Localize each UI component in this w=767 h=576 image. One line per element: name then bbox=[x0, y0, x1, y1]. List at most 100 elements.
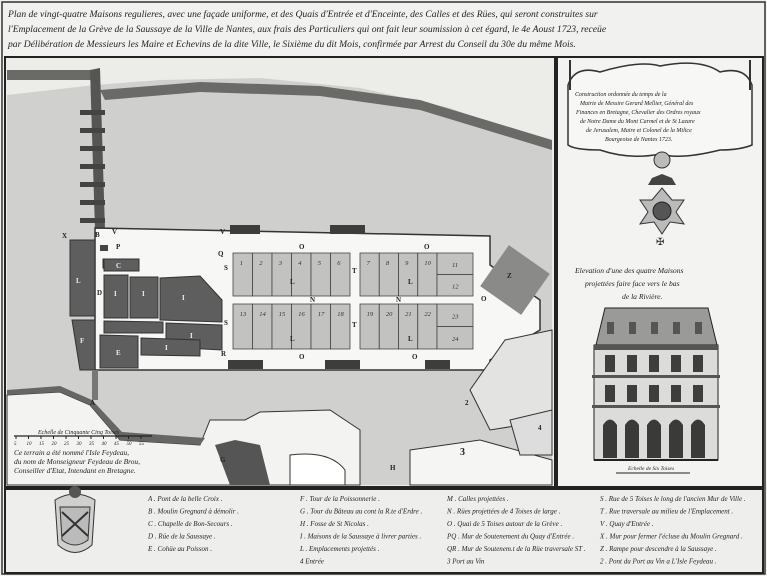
scale-tick-label: 25 bbox=[64, 442, 70, 447]
lot-number: 4 bbox=[298, 260, 302, 267]
lot-number: 1 bbox=[240, 260, 243, 267]
elevation-title-line: projettées faire face vers le bas bbox=[584, 279, 680, 288]
lot-18 bbox=[330, 303, 351, 350]
label-O: O bbox=[299, 243, 305, 251]
elevation-title: Elevation d'une des quatre Maisons proje… bbox=[574, 266, 684, 301]
label-S: S bbox=[224, 319, 228, 327]
legend-item: A . Pont de la belle Croix . bbox=[147, 495, 223, 503]
legend-item: B . Moulin Gregnard à démolir . bbox=[148, 508, 239, 516]
wall-P bbox=[100, 245, 108, 251]
lot-number: 18 bbox=[337, 311, 344, 318]
title-line: Plan de vingt-quatre Maisons regulieres,… bbox=[7, 9, 598, 20]
title-line: par Délibération de Messieurs les Maire … bbox=[7, 39, 576, 50]
lot-number: 10 bbox=[424, 260, 431, 267]
map-title: Plan de vingt-quatre Maisons regulieres,… bbox=[7, 9, 607, 50]
lot-number: 14 bbox=[259, 311, 266, 318]
label-L: L bbox=[290, 335, 295, 343]
scale-tick-label: 55 bbox=[139, 442, 145, 447]
scale-tick-label: 30 bbox=[77, 442, 83, 447]
cartouche-line: de Jerusalem, Maire et Colonel de la Mil… bbox=[586, 128, 692, 134]
label-S: S bbox=[224, 264, 228, 272]
label-2: 2 bbox=[465, 399, 469, 407]
label-N: N bbox=[396, 296, 401, 304]
cartouche-line: Mairie de Messire Gerard Mellier, Généra… bbox=[579, 101, 694, 107]
label-N: N bbox=[310, 296, 315, 304]
scale-tick-label: 20 bbox=[52, 442, 58, 447]
legend-item: T . Rue traversale au milieu de l'Emplac… bbox=[600, 508, 733, 516]
cartouche-line: Construction ordonnée du temps de la bbox=[575, 92, 667, 98]
label-I: I bbox=[142, 290, 145, 298]
house-elevation bbox=[592, 307, 720, 461]
cross-icon: ✠ bbox=[656, 237, 664, 248]
legend-item: M . Calles projettées . bbox=[446, 495, 509, 503]
label-D: D bbox=[97, 289, 102, 297]
label-X: X bbox=[62, 232, 67, 240]
arched-door bbox=[647, 419, 661, 458]
stairs bbox=[80, 110, 105, 223]
dormer-window bbox=[695, 322, 702, 334]
label-4: 4 bbox=[538, 424, 542, 432]
label-Q: Q bbox=[218, 250, 224, 258]
scale-tick-label: 10 bbox=[27, 442, 33, 447]
label-P: P bbox=[116, 243, 121, 251]
legend: A . Pont de la belle Croix . B . Moulin G… bbox=[147, 495, 746, 566]
lot-number: 6 bbox=[337, 260, 341, 267]
label-I: I bbox=[182, 294, 185, 302]
island-note: Ce terrain a été nommé l'Isle Feydeau, d… bbox=[14, 448, 140, 475]
legend-item: G . Tour du Bâteau au cont la R.te d'Erd… bbox=[300, 508, 422, 516]
order-cross-emblem: ✠ bbox=[638, 174, 686, 248]
note-line: Ce terrain a été nommé l'Isle Feydeau, bbox=[14, 448, 129, 457]
label-B: B bbox=[95, 231, 100, 239]
legend-item: 4 Entrée bbox=[300, 558, 324, 566]
legend-item: O . Quai de 5 Toises autour de la Grève … bbox=[447, 520, 562, 528]
lot-number: 12 bbox=[452, 283, 459, 290]
legend-item: S . Rue de 5 Toises le long de l'ancien … bbox=[600, 495, 746, 503]
legend-item: PQ . Mur de Soutenement du Quay d'Entrée… bbox=[446, 533, 574, 541]
label-L: L bbox=[76, 277, 81, 285]
existing-houses bbox=[69, 239, 223, 371]
dormer-window bbox=[607, 322, 614, 334]
legend-frame bbox=[4, 488, 764, 574]
lot-number: 11 bbox=[452, 262, 458, 269]
lot-number: 20 bbox=[386, 311, 393, 318]
window bbox=[627, 355, 637, 372]
lot-number: 5 bbox=[318, 260, 322, 267]
cartouche-line: Finances en Bretagne, Chevalier des Ordr… bbox=[575, 110, 701, 116]
legend-item: I . Maisons de la Saussaye à livrer part… bbox=[299, 533, 422, 541]
label-Z: Z bbox=[507, 272, 512, 280]
calles bbox=[228, 225, 450, 369]
lot-number: 8 bbox=[386, 260, 390, 267]
label-O: O bbox=[299, 353, 305, 361]
legend-item: F . Tour de la Poissonnerie . bbox=[299, 495, 380, 503]
label-E: E bbox=[116, 349, 121, 357]
scale-tick-label: 15 bbox=[39, 442, 45, 447]
dormer-window bbox=[651, 322, 658, 334]
title-line: l'Emplacement de la Grève de la Saussaye… bbox=[8, 24, 607, 35]
note-line: Conseiller d'Etat, Intendant en Bretagne… bbox=[14, 466, 136, 475]
label-3: 3 bbox=[460, 447, 465, 458]
label-L: L bbox=[290, 278, 295, 286]
window bbox=[649, 355, 659, 372]
label-L: L bbox=[408, 278, 413, 286]
legend-item: V . Quay d'Entrée . bbox=[600, 520, 654, 528]
lot-number: 19 bbox=[367, 311, 374, 318]
label-A: A bbox=[90, 399, 95, 407]
elevation-title-line: de la Rivière. bbox=[622, 292, 663, 301]
arched-door bbox=[691, 419, 705, 458]
legend-item: H . Fosse de St Nicolas . bbox=[299, 520, 369, 528]
scale-tick-label: 45 bbox=[114, 442, 120, 447]
scale-tick-label: 40 bbox=[102, 442, 108, 447]
cartouche-line: de Notre Dame du Mont Carmel et de St La… bbox=[580, 119, 695, 125]
legend-item: 3 Port au Vin bbox=[446, 558, 485, 566]
label-V: V bbox=[112, 228, 117, 236]
cartouche-line: Bourgeoise de Nantes 1723. bbox=[605, 137, 672, 143]
lot-number: 22 bbox=[424, 311, 431, 318]
legend-item: 2 . Pont du Port au Vin a L'Isle Feydeau… bbox=[600, 558, 717, 566]
label-R: R bbox=[221, 350, 227, 358]
label-O: O bbox=[481, 295, 487, 303]
lot-number: 2 bbox=[259, 260, 263, 267]
lot-12 bbox=[436, 274, 474, 297]
arched-door bbox=[625, 419, 639, 458]
lot-number: 15 bbox=[279, 311, 286, 318]
